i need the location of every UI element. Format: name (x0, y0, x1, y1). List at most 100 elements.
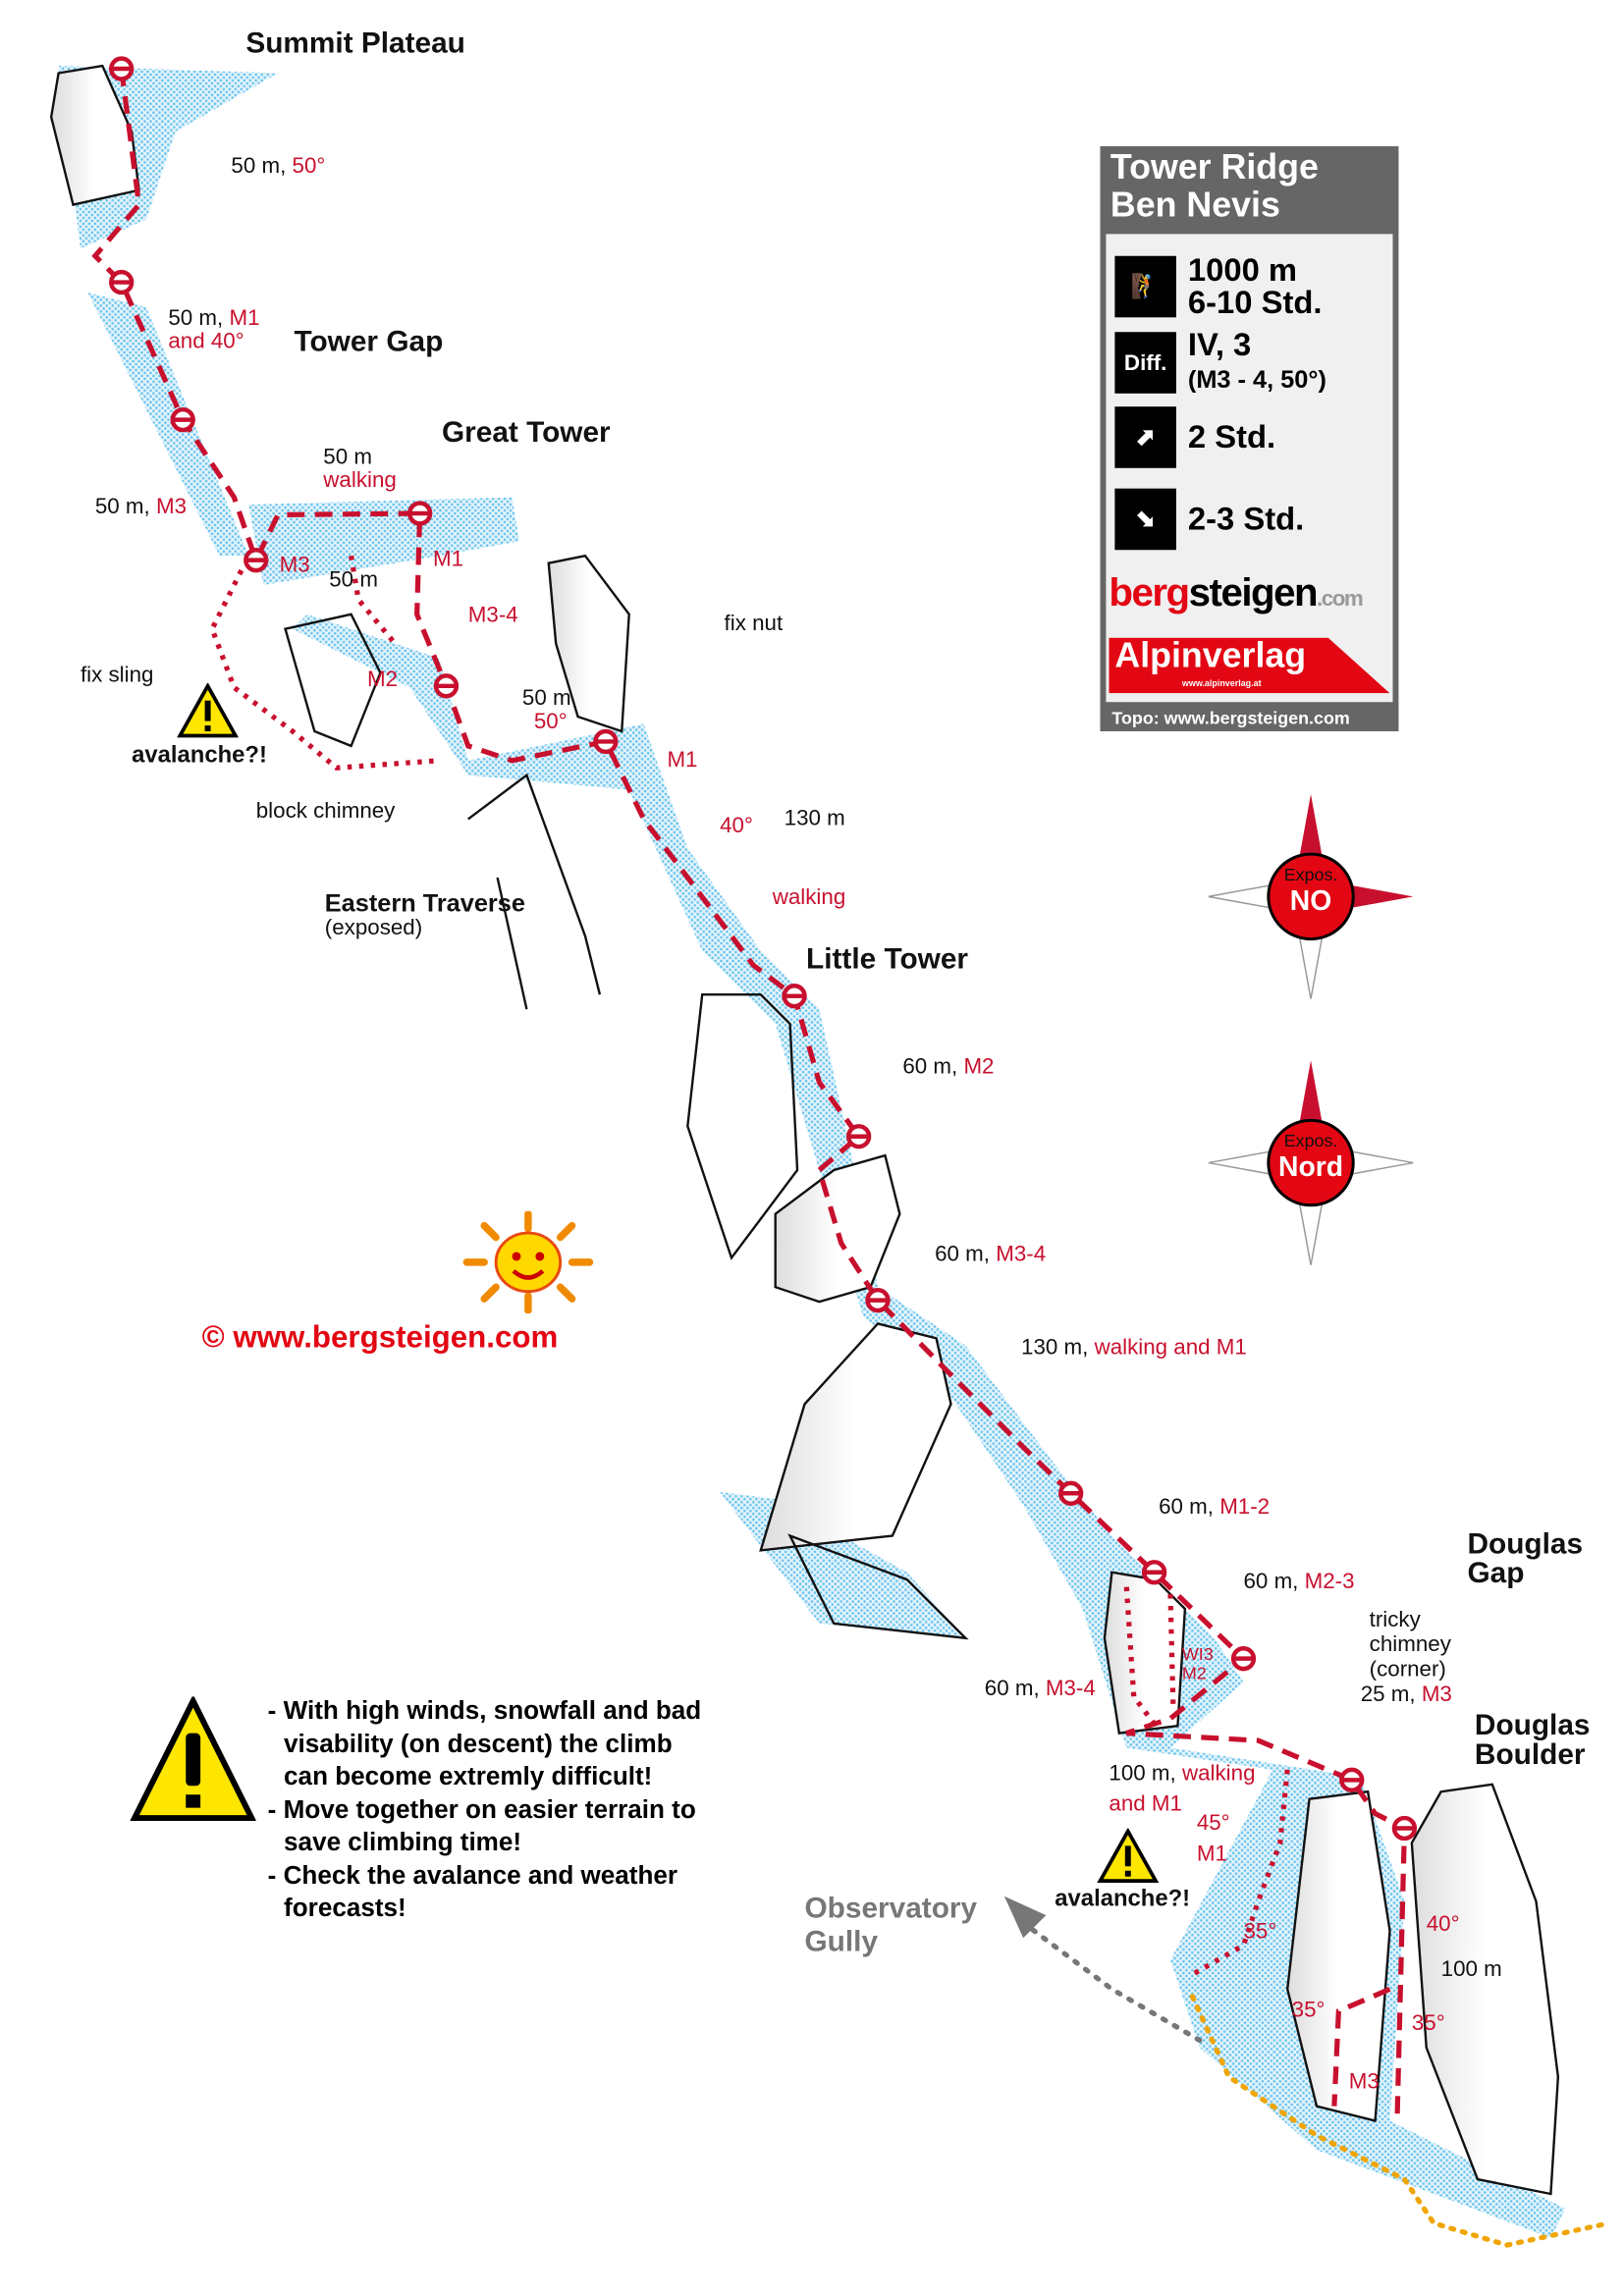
warning-line: - Move together on easier terrain to (267, 1793, 696, 1824)
pitch-extra: walking (772, 884, 846, 910)
belay-station-icon (244, 548, 269, 573)
descent-hiker-icon: ⬊ (1114, 488, 1176, 551)
belay-station-icon (1391, 1815, 1418, 1842)
pitch-grade: M2 (963, 1054, 995, 1080)
logo-part: steigen (1188, 570, 1319, 614)
tower-gap-label: Tower Gap (294, 326, 444, 359)
descent-arrow-line (1021, 1920, 1203, 2044)
pitch-length: 100 m, (1109, 1760, 1176, 1787)
descent-arrow-head-icon (1003, 1896, 1047, 1939)
belay-station-icon (782, 984, 807, 1009)
pitch-length: 25 m, (1360, 1682, 1416, 1707)
pitch-label: 60 m, M2-3 (1244, 1571, 1355, 1593)
difficulty-icon: Diff. (1114, 332, 1176, 394)
angle-label: 35° (1291, 1998, 1326, 2023)
approach-and-descent (1003, 1896, 1612, 2248)
belay-station-icon (865, 1287, 891, 1313)
approach-hiker-icon: ⬈ (1114, 406, 1176, 468)
rock-formations (49, 64, 1560, 2196)
belay-station-icon (1058, 1480, 1084, 1506)
pitch-grade: M3 (1421, 1682, 1452, 1707)
compass-label: Expos. (1283, 1130, 1338, 1151)
pitch-length: 100 m (1440, 1956, 1502, 1982)
belay-station-icon (170, 406, 195, 433)
exposed-note: (exposed) (324, 915, 423, 940)
compass-value: NO (1289, 885, 1332, 918)
pitch-length: 60 m, (902, 1054, 958, 1080)
route-subtitle: Ben Nevis (1110, 186, 1280, 226)
little-tower-label: Little Tower (805, 943, 969, 976)
belay-station-icon (1141, 1560, 1167, 1585)
warning-line: forecasts! (284, 1893, 406, 1922)
block-chimney-label: block chimney (255, 798, 396, 824)
avalanche-warning-label: avalanche?! (132, 742, 267, 769)
warning-line: - With high winds, snowfall and bad (267, 1694, 702, 1725)
belay-station-icon (593, 728, 619, 755)
grade-label: M2 (366, 667, 399, 692)
warning-line: - Check the avalance and weather (267, 1859, 678, 1890)
great-tower-label: Great Tower (441, 416, 611, 450)
warning-icon (130, 1696, 256, 1822)
avalanche-warning-label: avalanche?! (1055, 1887, 1191, 1912)
note-chimney: chimney (1369, 1631, 1451, 1658)
pitch-label: 60 m, M3-4 (985, 1676, 1096, 1701)
compass-rose-icon (1208, 1060, 1414, 1265)
route-grade: IV, 3 (1187, 326, 1252, 363)
copyright-link[interactable]: © www.bergsteigen.com (201, 1320, 559, 1355)
fix-nut-label: fix nut (724, 611, 784, 637)
pitch-grade: M3-4 (996, 1242, 1047, 1267)
compass-rose-icon (1208, 794, 1414, 999)
fix-sling-label: fix sling (80, 662, 154, 688)
warning-line: save climbing time! (284, 1827, 522, 1856)
pitch-label: 50 m, M3 (95, 496, 187, 518)
pitch-length: 130 m, (1021, 1335, 1089, 1361)
route-length: 1000 m (1187, 251, 1298, 289)
grade-m1: M1 (1196, 1841, 1227, 1867)
pitch-grade: 40° (1426, 1911, 1460, 1937)
pitch-label: 60 m, M1-2 (1159, 1496, 1270, 1519)
pitch-grade: M3-4 (1045, 1676, 1096, 1701)
bergsteigen-logo: bergsteigen.com (1109, 570, 1364, 615)
pitch-length: 50 m, (94, 494, 150, 519)
descent-time: 2-3 Std. (1187, 500, 1305, 537)
note-tricky: tricky (1369, 1607, 1421, 1632)
belay-station-icon (109, 269, 135, 295)
pitch-length: 50 m (521, 685, 571, 712)
pitch-label: 50 m, 50° (231, 153, 326, 179)
pitch-extra: and M1 (1109, 1791, 1182, 1817)
summit-plateau-label: Summit Plateau (245, 27, 465, 61)
grade-label: M1 (667, 747, 698, 773)
warning-line: visability (on descent) the climb (284, 1728, 673, 1758)
belay-stations (109, 56, 1418, 1842)
warning-line: can become extremly difficult! (284, 1760, 653, 1790)
warning-icon (1097, 1828, 1160, 1884)
climb-time: 6-10 Std. (1187, 284, 1323, 321)
belay-station-icon (433, 673, 460, 699)
pitch-label: 130 m, walking and M1 (1021, 1335, 1247, 1361)
pitch-extra: and 40° (168, 328, 244, 354)
pitch-length: 50 m (323, 444, 372, 470)
pitch-grade: M1-2 (1219, 1494, 1271, 1521)
grade-m2: M2 (1181, 1662, 1207, 1683)
approach-path (1189, 1994, 1612, 2248)
grade-label: M1 (433, 547, 464, 572)
logo-part: .com (1317, 586, 1364, 612)
douglas-gap-label: Douglas Gap (1467, 1528, 1584, 1590)
climber-icon: 🧗 (1114, 255, 1176, 318)
variant-lines (209, 555, 1290, 1977)
eastern-traverse-label: Eastern Traverse(exposed) (325, 890, 525, 939)
pitch-length: 60 m, (1243, 1569, 1299, 1595)
eastern-traverse-name: Eastern Traverse (324, 888, 525, 918)
pitch-grade: walking and M1 (1094, 1335, 1247, 1361)
pitch-grade: M2-3 (1304, 1569, 1355, 1595)
pitch-length: 60 m, (935, 1242, 991, 1267)
pitch-grade: 50° (292, 153, 326, 179)
compass-exposure-n: Expos. Nord (1208, 1060, 1414, 1265)
angle-45: 45° (1196, 1810, 1230, 1836)
